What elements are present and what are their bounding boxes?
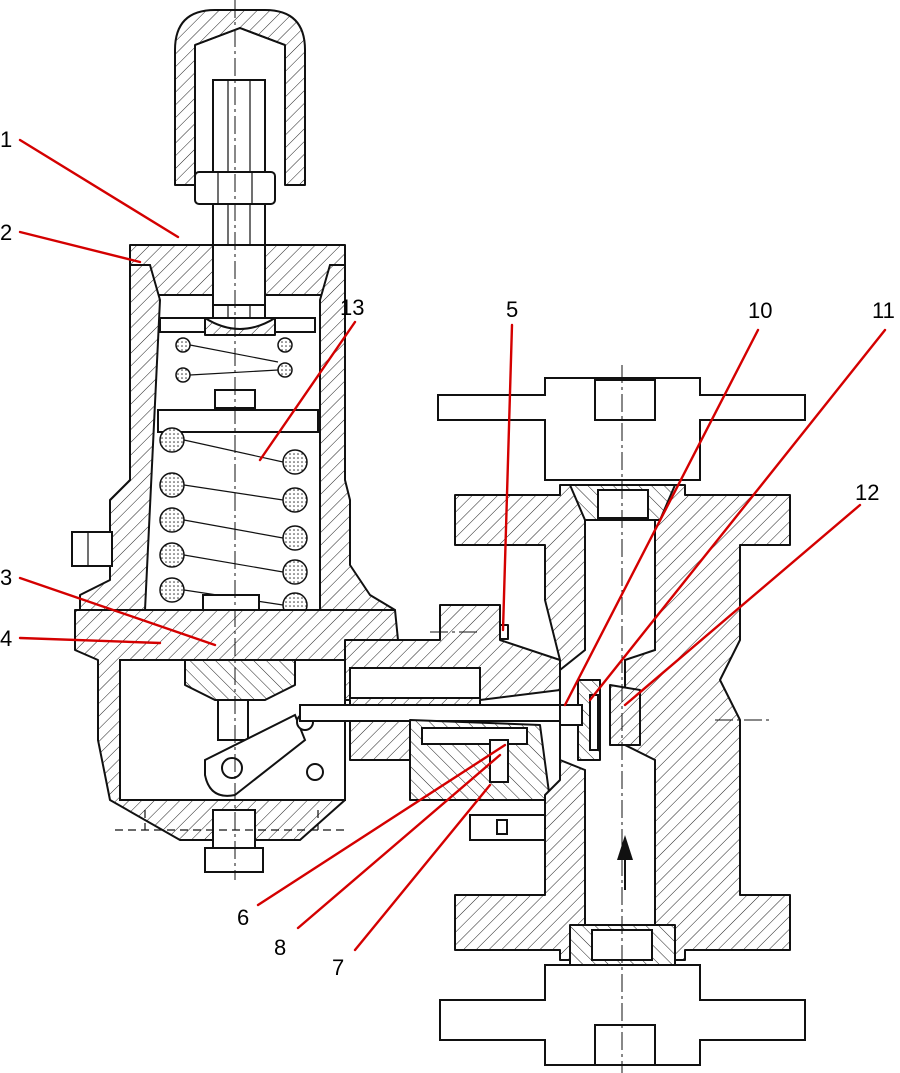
leader-6 (256, 743, 507, 907)
callout-10: 10 (748, 298, 772, 323)
flow-arrowhead (617, 835, 633, 860)
callout-3: 3 (0, 565, 12, 590)
callout-1: 1 (0, 127, 12, 152)
small-spring (175, 337, 293, 383)
lower-piston (184, 659, 296, 701)
leader-10 (563, 328, 760, 707)
callout-12: 12 (855, 480, 879, 505)
spring-housing-right-wall (319, 264, 396, 611)
callout-7: 7 (332, 955, 344, 980)
leader-7 (353, 783, 492, 952)
leader-2 (18, 230, 142, 264)
callout-5: 5 (506, 297, 518, 322)
callout-2: 2 (0, 220, 12, 245)
leader-1 (18, 138, 180, 239)
actuator-assembly (71, 0, 401, 880)
push-rod (299, 704, 566, 722)
callout-6: 6 (237, 905, 249, 930)
leader-11 (588, 328, 887, 702)
valve-body (430, 365, 806, 1073)
leader-4 (18, 636, 162, 645)
leader-5 (501, 323, 514, 632)
callout-4: 4 (0, 626, 12, 651)
lever-pivot (221, 757, 243, 779)
leader-13 (258, 320, 357, 462)
callout-labels: 1 2 3 4 5 6 7 8 10 11 12 13 (0, 127, 895, 980)
spring-housing-left-wall (79, 264, 161, 611)
valve-seat (609, 684, 641, 746)
callout-11: 11 (872, 298, 895, 323)
leader-8 (296, 753, 502, 930)
leader-3 (18, 576, 217, 647)
side-plug (71, 531, 113, 567)
leader-lines (18, 138, 887, 952)
middle-spring-plate (157, 409, 319, 433)
callout-13: 13 (340, 295, 364, 320)
adjustment-cap (174, 9, 306, 186)
callout-8: 8 (274, 935, 286, 960)
leader-12 (623, 503, 862, 707)
